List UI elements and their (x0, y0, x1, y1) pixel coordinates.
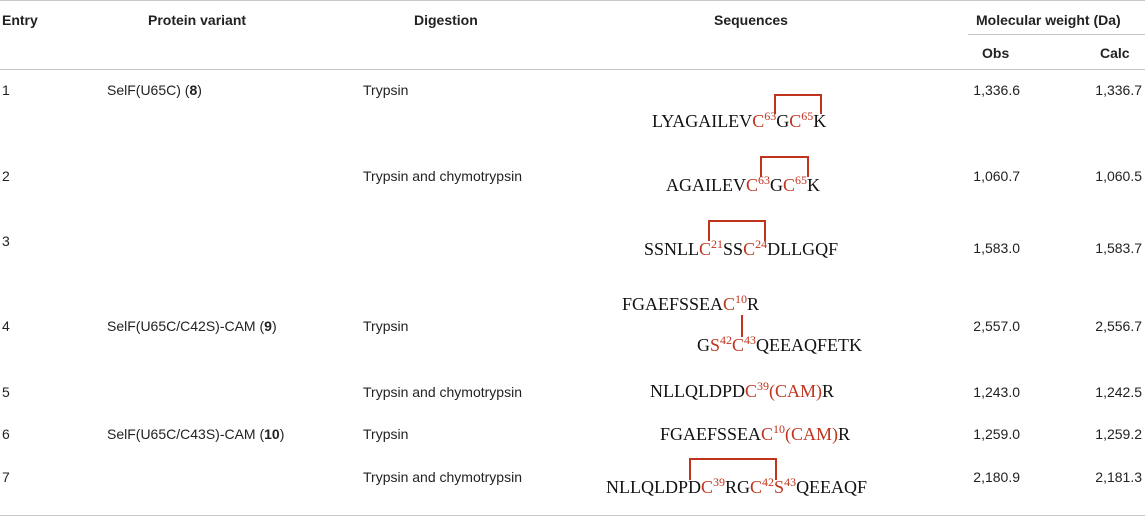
table-row-5-obs: 1,243.0 (973, 384, 1020, 400)
disulfide-bracket-3 (708, 220, 766, 241)
header-protein-variant: Protein variant (148, 12, 247, 28)
table-row-1-protein: SelF(U65C) (8) (107, 82, 202, 98)
table-bottom-rule (0, 515, 1145, 516)
header-obs: Obs (982, 45, 1010, 61)
table-row-3-entry: 3 (2, 233, 10, 249)
sequence-2: AGAILEVC63GC65K (666, 173, 821, 195)
table-row-1-digestion: Trypsin (363, 82, 409, 98)
table-row-2-entry: 2 (2, 168, 10, 184)
table-row-6-digestion: Trypsin (363, 426, 409, 442)
table-row-4-calc: 2,556.7 (1095, 318, 1142, 334)
table-row-6-calc: 1,259.2 (1095, 426, 1142, 442)
table-row-3-calc: 1,583.7 (1095, 240, 1142, 256)
table-top-rule (0, 0, 1145, 1)
table-row-4-digestion: Trypsin (363, 318, 409, 334)
table-row-7-calc: 2,181.3 (1095, 469, 1142, 485)
disulfide-link-4 (741, 315, 743, 337)
table-row-7-obs: 2,180.9 (973, 469, 1020, 485)
sequence-7: NLLQLDPDC39RGC42S43QEEAQF (606, 475, 868, 497)
table-row-6-entry: 6 (2, 426, 10, 442)
table-row-2-obs: 1,060.7 (973, 168, 1020, 184)
table-row-7-entry: 7 (2, 469, 10, 485)
table-row-5-digestion: Trypsin and chymotrypsin (363, 384, 522, 400)
table-row-1-obs: 1,336.6 (973, 82, 1020, 98)
table-row-5-calc: 1,242.5 (1095, 384, 1142, 400)
table-row-4-obs: 2,557.0 (973, 318, 1020, 334)
header-entry: Entry (2, 12, 38, 28)
mw-subheader-rule (968, 34, 1145, 35)
sequence-3: SSNLLC21SSC24DLLGQF (644, 237, 839, 259)
header-digestion: Digestion (414, 12, 478, 28)
sequence-1: LYAGAILEVC63GC65K (652, 109, 827, 131)
sequence-4-chain-b: GS42C43QEEAQFETK (697, 333, 863, 355)
table-row-2-digestion: Trypsin and chymotrypsin (363, 168, 522, 184)
table-row-6-protein: SelF(U65C/C43S)-CAM (10) (107, 426, 285, 442)
header-sequences: Sequences (714, 12, 788, 28)
header-bottom-rule (0, 69, 1145, 70)
table-row-4-entry: 4 (2, 318, 10, 334)
table-row-1-entry: 1 (2, 82, 10, 98)
disulfide-bracket-7 (689, 458, 777, 480)
header-molecular-weight: Molecular weight (Da) (976, 12, 1121, 28)
table-row-6-obs: 1,259.0 (973, 426, 1020, 442)
table-row-5-entry: 5 (2, 384, 10, 400)
table-row-1-calc: 1,336.7 (1095, 82, 1142, 98)
sequence-4-chain-a: FGAEFSSEAC10R (622, 292, 760, 314)
table-row-7-digestion: Trypsin and chymotrypsin (363, 469, 522, 485)
disulfide-bracket-2 (760, 156, 809, 177)
table-row-2-calc: 1,060.5 (1095, 168, 1142, 184)
header-calc: Calc (1100, 45, 1130, 61)
table-row-3-obs: 1,583.0 (973, 240, 1020, 256)
sequence-6: FGAEFSSEAC10(CAM)R (660, 422, 851, 444)
sequence-5: NLLQLDPDC39(CAM)R (650, 379, 835, 401)
disulfide-bracket-1 (774, 94, 822, 114)
table-row-4-protein: SelF(U65C/C42S)-CAM (9) (107, 318, 277, 334)
